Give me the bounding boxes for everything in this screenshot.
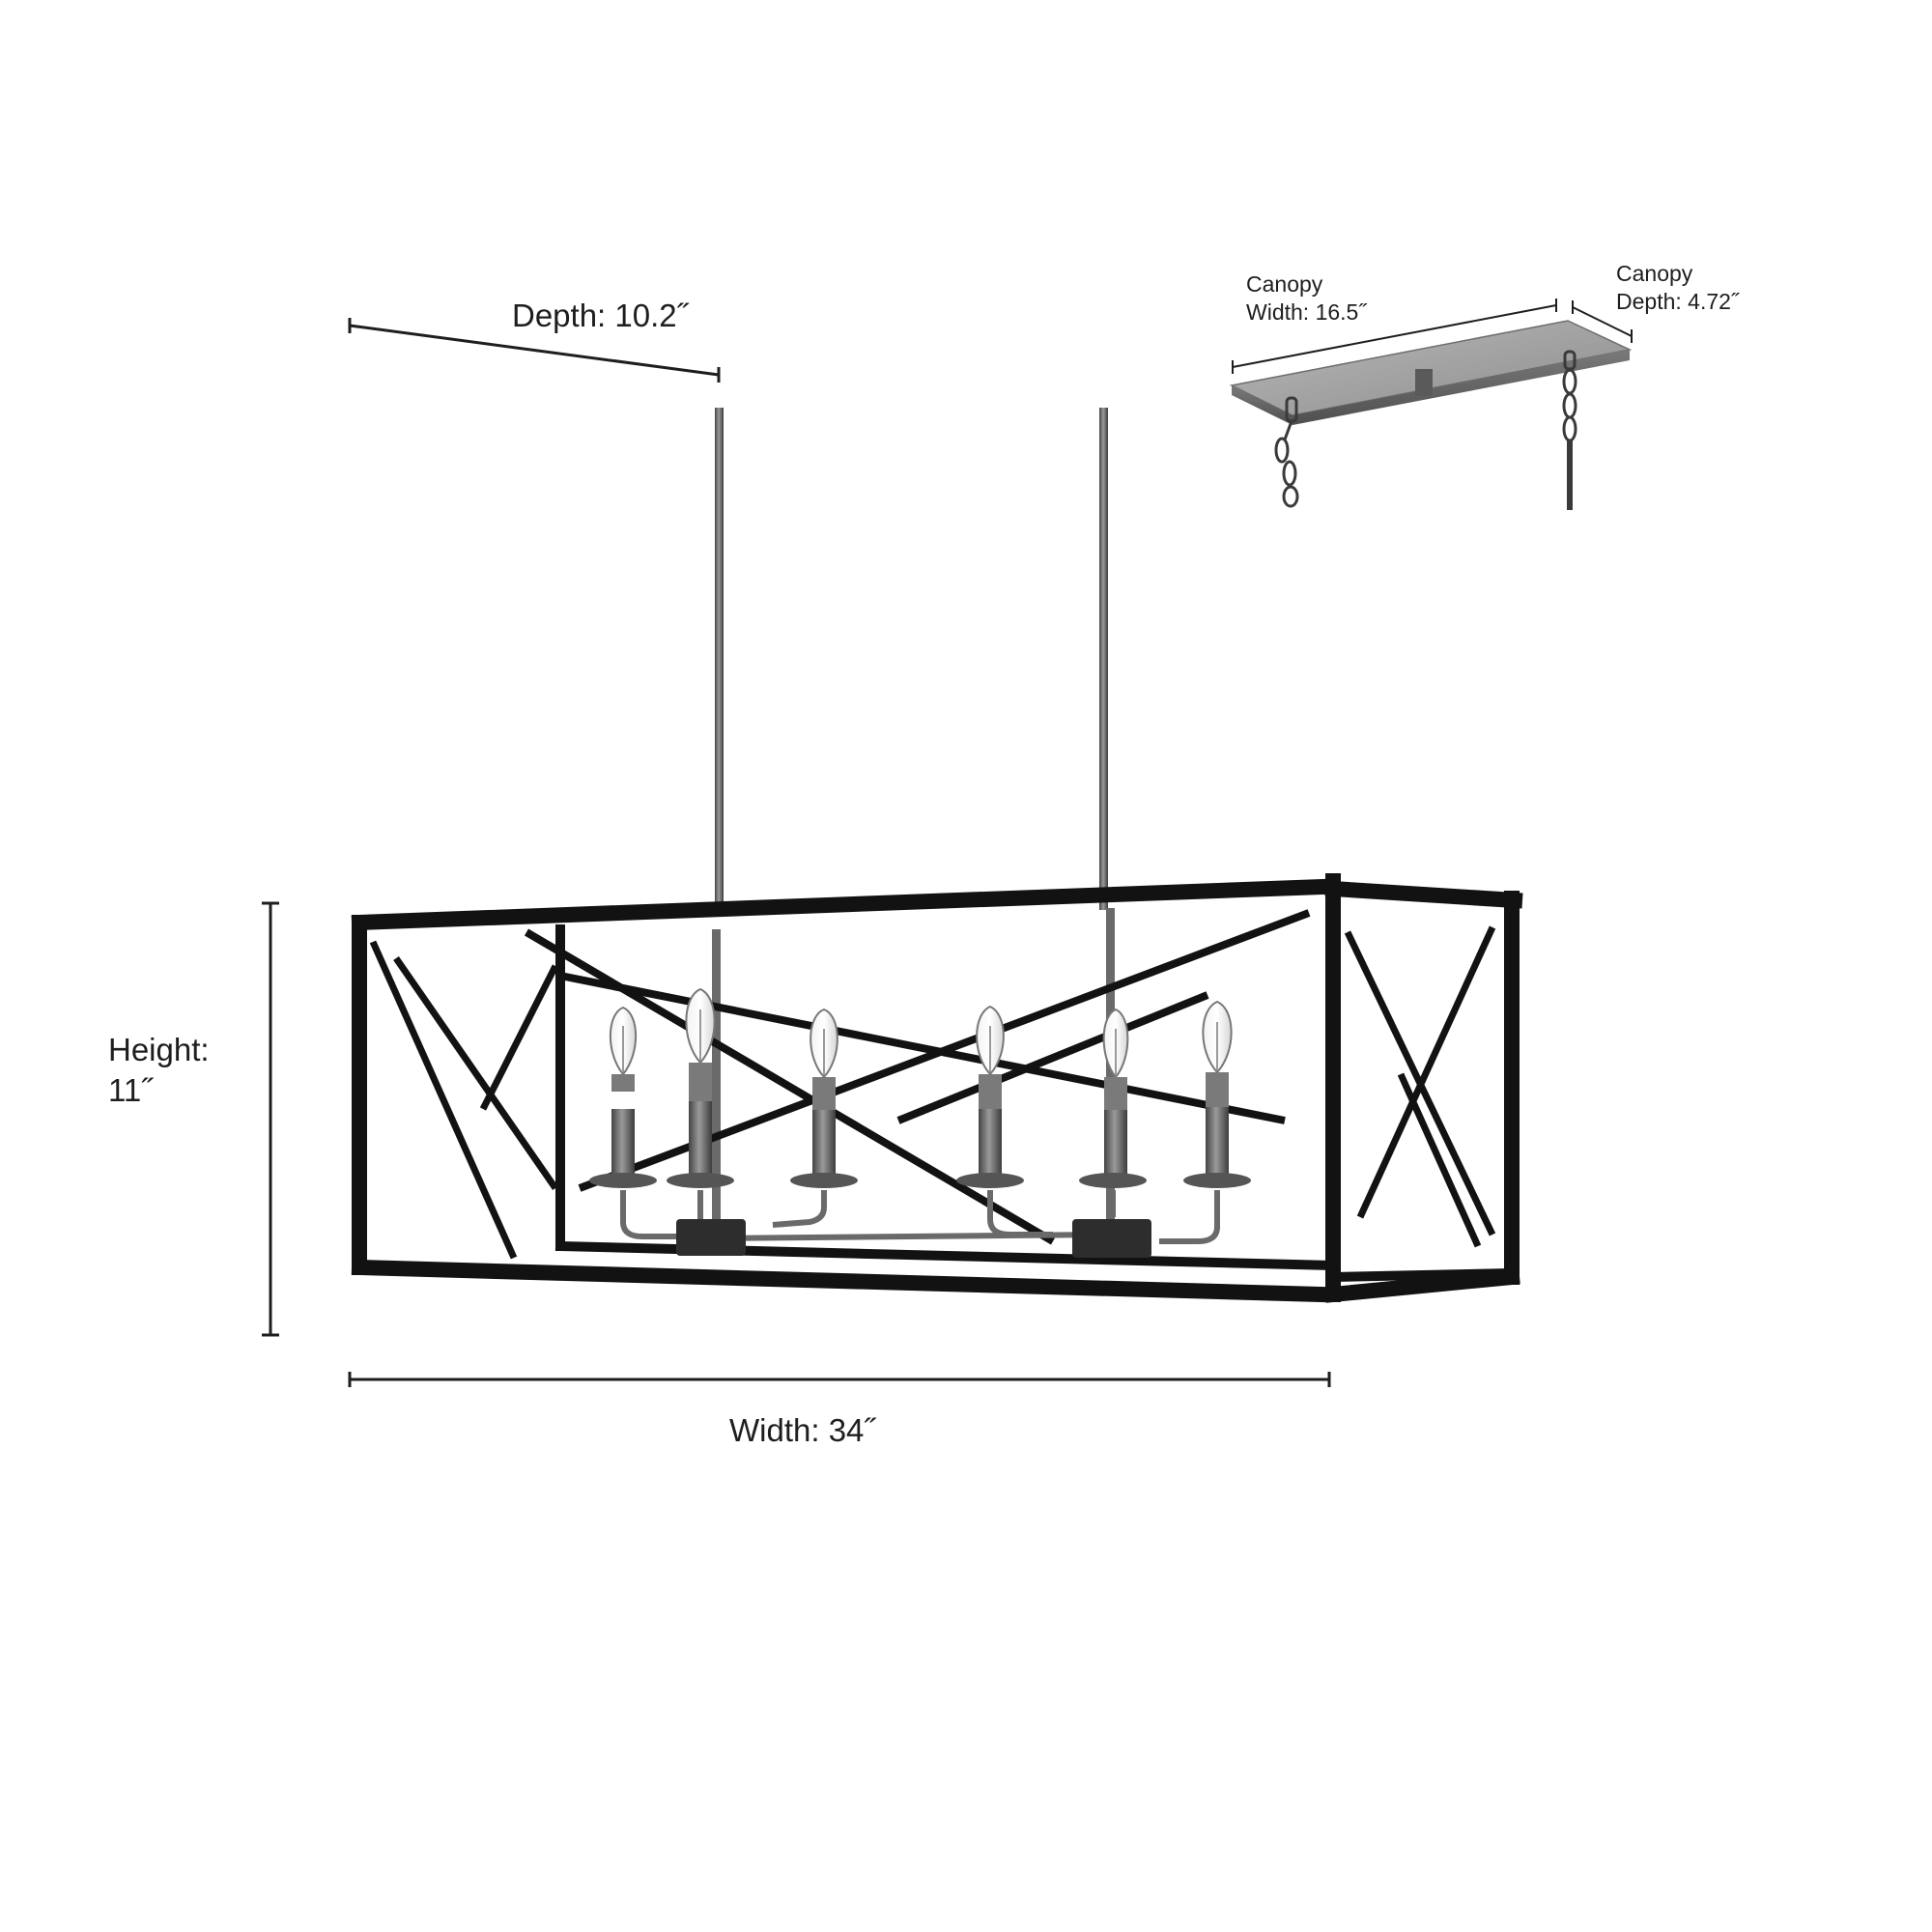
canopy-width-label-line1: Canopy: [1246, 271, 1323, 297]
candle-light-2: [667, 987, 734, 1188]
canopy-illustration: Canopy Width: 16.5˝ Canopy Depth: 4.72˝: [1229, 261, 1740, 510]
frame-right-bracing: [1344, 925, 1496, 1248]
frame-back-diagonals: [524, 909, 1311, 1245]
downrod-right: [1099, 408, 1108, 910]
candle-light-4: [956, 1005, 1024, 1188]
canopy-width-dimension-line: [1232, 304, 1557, 368]
candle-arms: [620, 1190, 1220, 1244]
candle-light-3: [790, 1008, 858, 1188]
hub-right: [1072, 1219, 1151, 1258]
canopy-center-mount: [1415, 369, 1433, 396]
height-label-line2: 11˝: [108, 1072, 154, 1108]
canopy-depth-dimension-line: [1572, 306, 1633, 337]
depth-dimension-line: [349, 324, 720, 377]
candle-light-1: [589, 1006, 657, 1188]
downrod-left-lower: [712, 929, 721, 1229]
height-label-line1: Height:: [108, 1032, 210, 1067]
candle-light-5: [1079, 1008, 1147, 1188]
width-label: Width: 34˝: [729, 1412, 876, 1448]
canopy-plate-front: [1232, 385, 1293, 425]
frame-left-bracing: [369, 940, 559, 1260]
width-dimension: Width: 34˝: [348, 1372, 1331, 1448]
canopy-depth-label-line2: Depth: 4.72˝: [1616, 289, 1740, 314]
height-dimension: Height: 11˝: [108, 901, 279, 1337]
canopy-chain-right: [1562, 350, 1577, 510]
canopy-width-label-line2: Width: 16.5˝: [1246, 299, 1367, 325]
canopy-chain-left: [1274, 396, 1299, 508]
canopy-depth-label-line1: Canopy: [1616, 261, 1693, 286]
candle-light-6: [1183, 1000, 1251, 1188]
chandelier-fixture: [351, 408, 1523, 1303]
frame-front: [351, 873, 1523, 1303]
canopy-plate-side: [1293, 350, 1630, 425]
depth-label: Depth: 10.2˝: [512, 298, 690, 333]
depth-dimension: Depth: 10.2˝: [348, 298, 721, 383]
downrod-left: [715, 408, 724, 910]
hub-left: [676, 1219, 746, 1256]
